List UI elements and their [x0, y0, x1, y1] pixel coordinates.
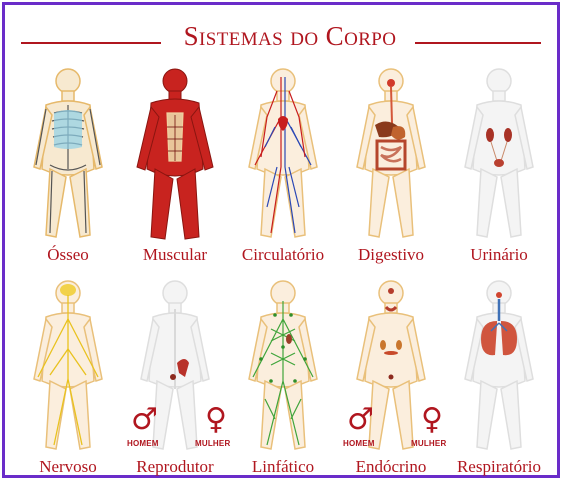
system-tile-respiratorio[interactable]: Respiratório: [447, 269, 551, 479]
system-label: Digestivo: [357, 245, 425, 264]
urinary-figure-icon: [464, 68, 534, 238]
reproductive-figure-icon: [140, 280, 210, 450]
system-label: Ósseo: [47, 245, 89, 264]
digestive-figure-icon: [356, 68, 426, 238]
header: Sistemas do Corpo: [5, 19, 557, 59]
system-label: Circulatório: [241, 245, 325, 264]
male-label: HOMEM: [127, 439, 159, 448]
system-tile-nervoso[interactable]: Nervoso: [16, 269, 120, 479]
system-tile-circulatorio[interactable]: Circulatório: [231, 57, 335, 267]
title-rule-left: [21, 42, 161, 44]
system-label: Nervoso: [39, 457, 97, 476]
lung-figure-icon: [464, 280, 534, 450]
skeleton-figure-icon: [33, 68, 103, 238]
system-label: Urinário: [470, 245, 528, 264]
nerve-figure-icon: [33, 280, 103, 450]
system-tile-urinario[interactable]: Urinário: [447, 57, 551, 267]
female-symbol-icon: ♀: [421, 402, 443, 437]
system-label: Reprodutor: [136, 457, 214, 476]
system-label: Respiratório: [456, 457, 542, 476]
system-tile-reprodutor[interactable]: ♂ HOMEM ♀ MULHER Reprodutor: [123, 269, 231, 479]
female-label: MULHER: [195, 439, 231, 448]
system-tile-endocrino[interactable]: ♂ HOMEM ♀ MULHER Endócrino: [339, 269, 447, 479]
system-tile-osseo[interactable]: Ósseo: [16, 57, 120, 267]
male-label: HOMEM: [343, 439, 375, 448]
system-tile-digestivo[interactable]: Digestivo: [339, 57, 443, 267]
vessel-figure-icon: [248, 68, 318, 238]
male-symbol-icon: ♂: [347, 402, 374, 437]
female-symbol-icon: ♀: [205, 402, 227, 437]
lymph-figure-icon: [248, 280, 318, 450]
endocrine-figure-icon: [356, 280, 426, 450]
muscle-figure-icon: [136, 68, 214, 240]
female-label: MULHER: [411, 439, 447, 448]
poster-frame: Sistemas do Corpo: [2, 2, 560, 478]
title-rule-right: [415, 42, 541, 44]
system-tile-muscular[interactable]: Muscular: [123, 57, 227, 267]
page-title: Sistemas do Corpo: [183, 21, 397, 51]
system-label: Endócrino: [355, 457, 427, 476]
system-label: Muscular: [142, 245, 208, 264]
system-label: Linfático: [251, 457, 315, 476]
male-symbol-icon: ♂: [131, 402, 158, 437]
system-tile-linfatico[interactable]: Linfático: [231, 269, 335, 479]
